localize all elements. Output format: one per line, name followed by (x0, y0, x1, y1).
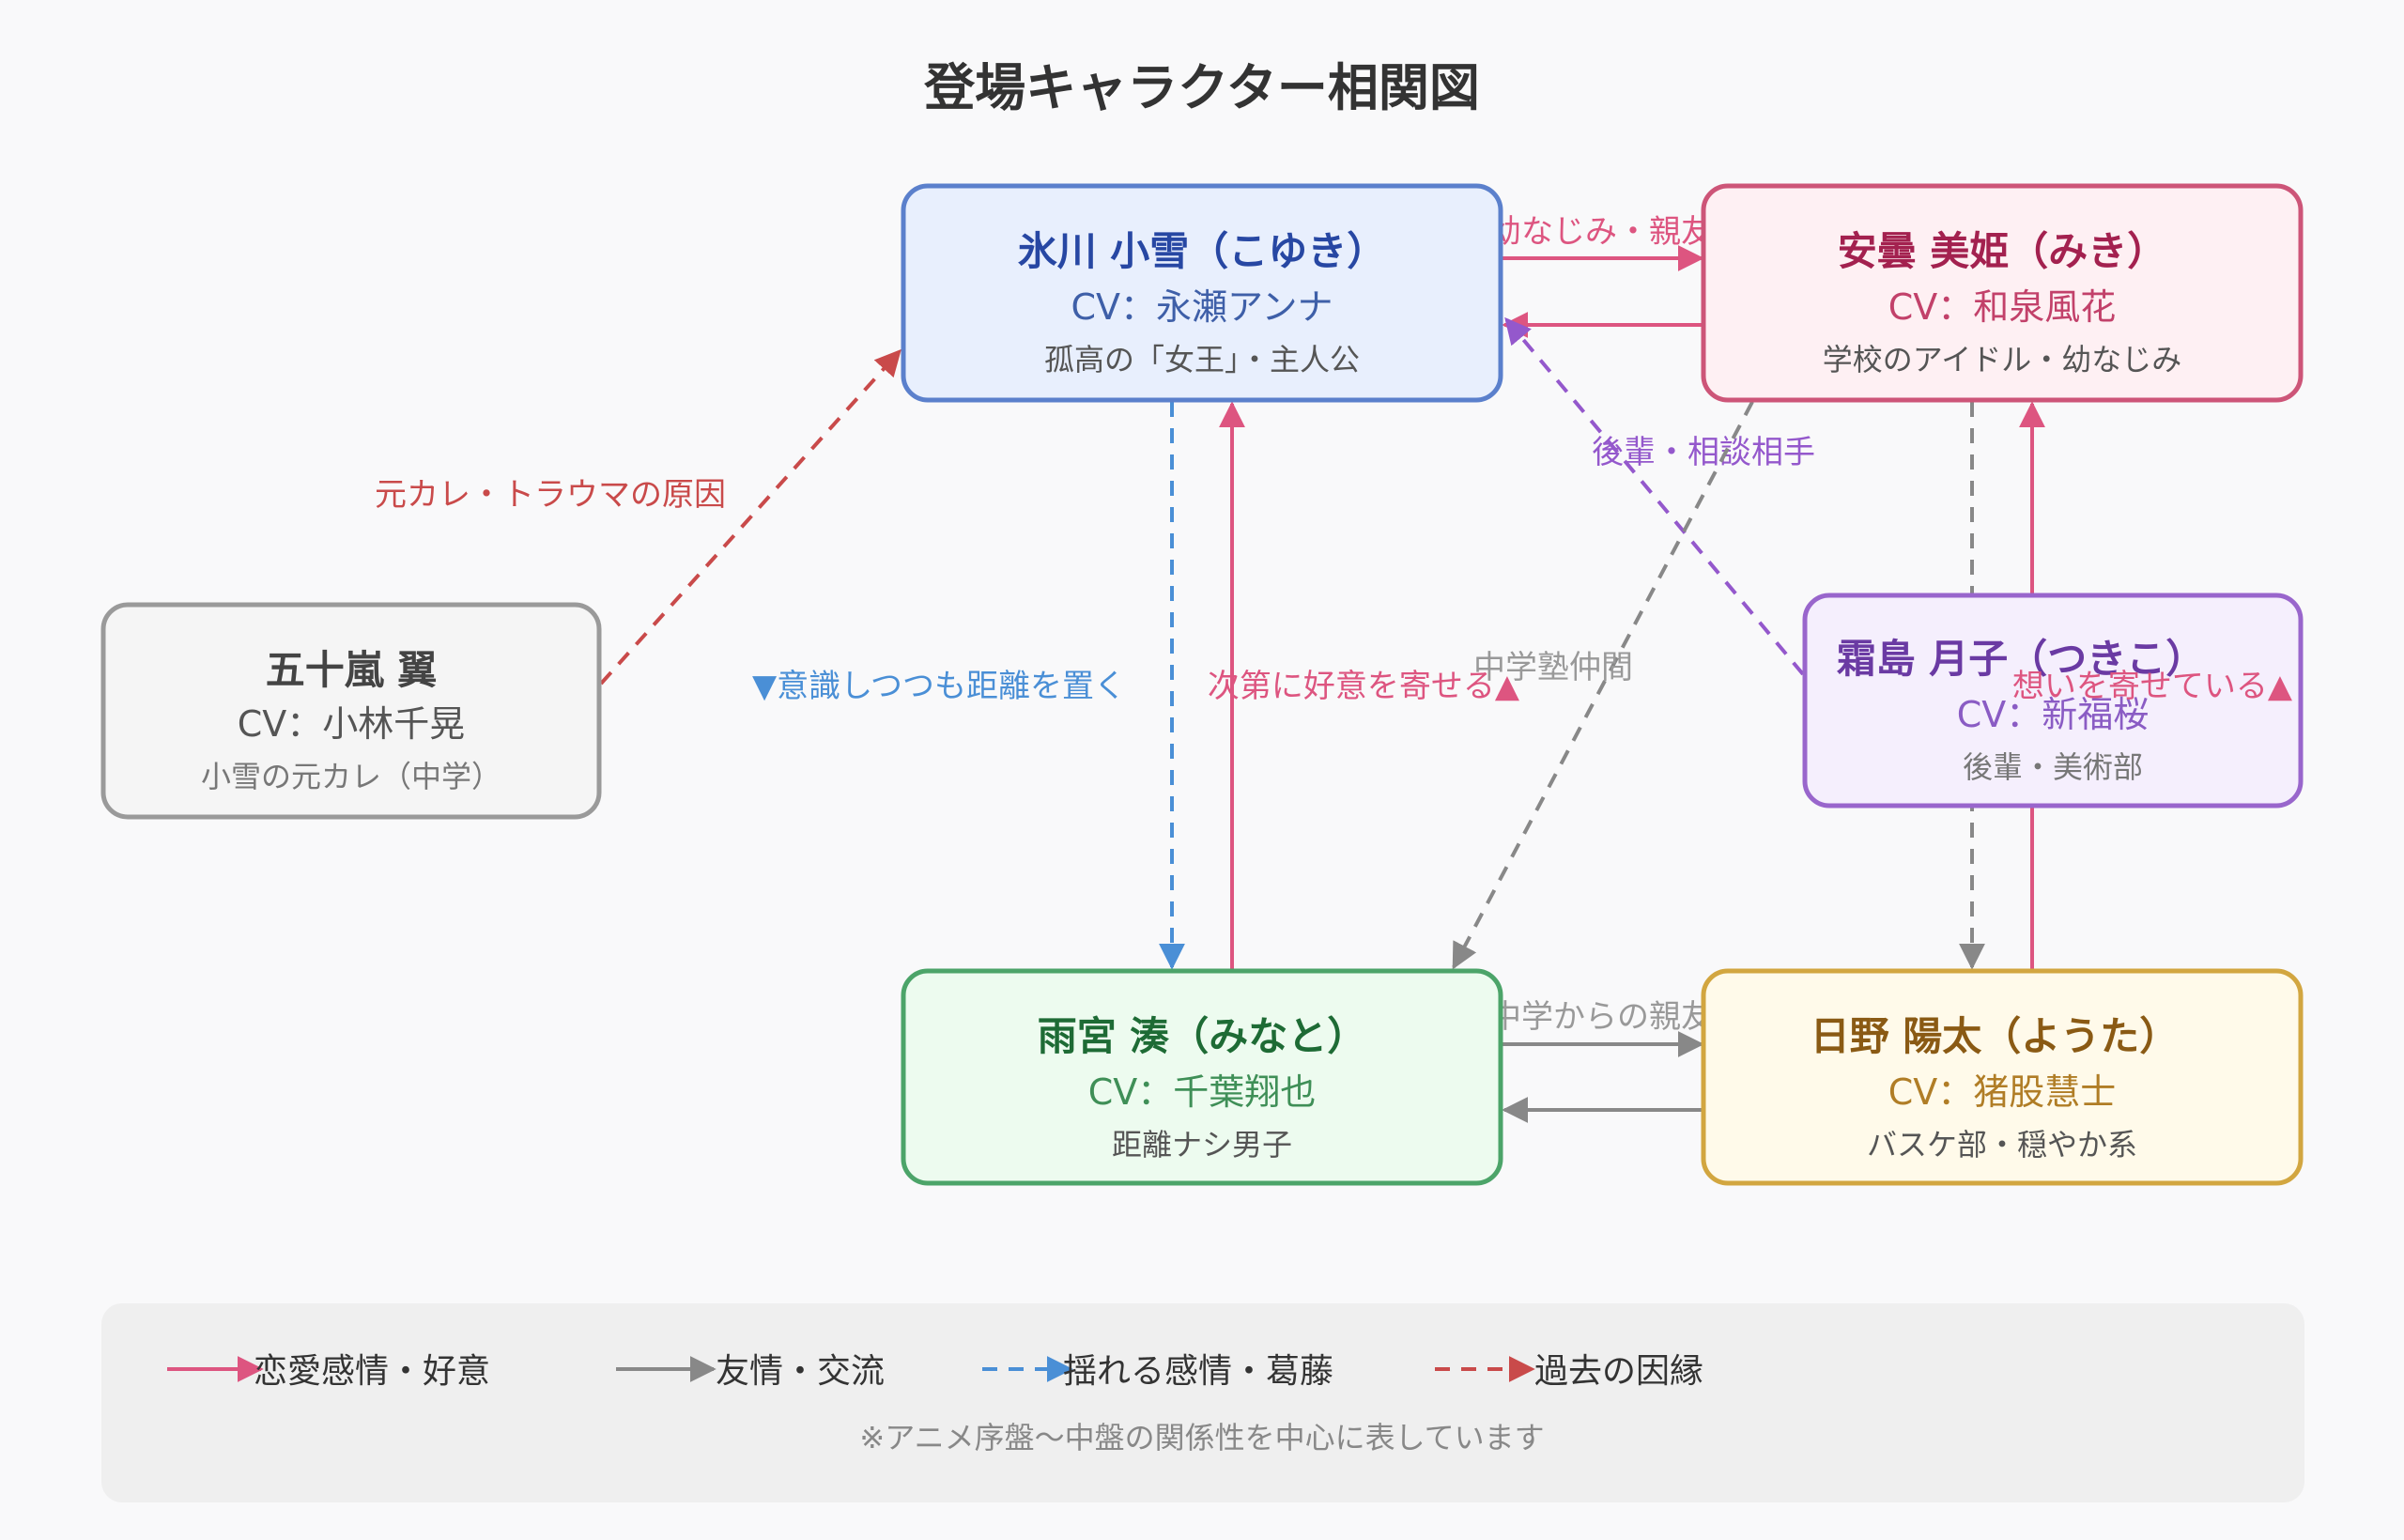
legend-note: ※アニメ序盤〜中盤の関係性を中心に表しています (859, 1420, 1544, 1455)
legend: 恋愛感情・好意 友情・交流 揺れる感情・葛藤 過去の因縁 ※アニメ序盤〜中盤の関… (101, 1303, 2304, 1502)
character-miki: 安曇 美姫（みき） CV：和泉風花 学校のアイドル・幼なじみ (1701, 183, 2304, 403)
legend-romance-label: 恋愛感情・好意 (254, 1352, 490, 1391)
label-cram-school: 中学塾仲間 (1473, 649, 1633, 686)
character-tsubasa: 五十嵐 翼 CV：小林千晃 小雪の元カレ（中学） (100, 602, 602, 820)
label-middle-school-friends: 中学からの親友 (1489, 998, 1713, 1036)
character-name: 霜島 月子（つきこ） (1837, 636, 2206, 682)
character-minato: 雨宮 湊（みなと） CV：千葉翔也 距離ナシ男子 (901, 968, 1503, 1186)
edge-miki-to-minato (1452, 401, 1754, 970)
character-name: 日野 陽太（ようた） (1811, 1013, 2180, 1059)
page-title: 登場キャラクター相関図 (923, 58, 1480, 117)
legend-friendship-label: 友情・交流 (716, 1352, 885, 1391)
label-childhood: 幼なじみ・親友 (1489, 213, 1713, 251)
character-cv: CV：和泉風花 (1888, 286, 2117, 328)
character-desc: 孤高の「女王」・主人公 (1044, 342, 1360, 377)
label-ex-trauma: 元カレ・トラウマの原因 (375, 476, 726, 514)
character-cv: CV：猪股慧士 (1888, 1071, 2117, 1113)
legend-friendship: 友情・交流 (616, 1352, 885, 1391)
legend-romance: 恋愛感情・好意 (167, 1352, 490, 1391)
label-thinking-of: 想いを寄せている▲ (2012, 668, 2293, 705)
character-desc: バスケ部・穏やか系 (1867, 1127, 2137, 1163)
character-name: 五十嵐 翼 (266, 647, 438, 693)
character-name: 雨宮 湊（みなと） (1038, 1013, 1367, 1059)
character-name: 安曇 美姫（みき） (1838, 228, 2167, 274)
character-cv: CV：新福桜 (1957, 694, 2150, 735)
character-cv: CV：千葉翔也 (1088, 1071, 1317, 1113)
label-junior-advice: 後輩・相談相手 (1592, 434, 1815, 471)
character-desc: 学校のアイドル・幼なじみ (1823, 342, 2181, 377)
legend-wavering: 揺れる感情・葛藤 (982, 1352, 1333, 1391)
character-desc: 小雪の元カレ（中学） (201, 759, 501, 794)
legend-past-label: 過去の因縁 (1534, 1352, 1703, 1391)
character-cv: CV：小林千晃 (238, 703, 466, 745)
character-yota: 日野 陽太（ようた） CV：猪股慧士 バスケ部・穏やか系 (1701, 968, 2304, 1186)
character-koyuki: 氷川 小雪（こゆき） CV：永瀬アンナ 孤高の「女王」・主人公 (901, 183, 1503, 403)
character-tsukiko: 霜島 月子（つきこ） CV：新福桜 後輩・美術部 (1802, 593, 2304, 808)
character-desc: 後輩・美術部 (1963, 749, 2143, 785)
legend-past: 過去の因縁 (1435, 1352, 1703, 1391)
legend-wavering-label: 揺れる感情・葛藤 (1063, 1352, 1333, 1391)
label-conscious: ▼意識しつつも距離を置く (752, 668, 1126, 705)
character-desc: 距離ナシ男子 (1112, 1127, 1292, 1163)
character-name: 氷川 小雪（こゆき） (1018, 228, 1387, 274)
character-cv: CV：永瀬アンナ (1071, 286, 1333, 328)
label-growing-love: 次第に好意を寄せる▲ (1208, 668, 1520, 705)
edge-tsubasa-to-koyuki (599, 348, 902, 685)
